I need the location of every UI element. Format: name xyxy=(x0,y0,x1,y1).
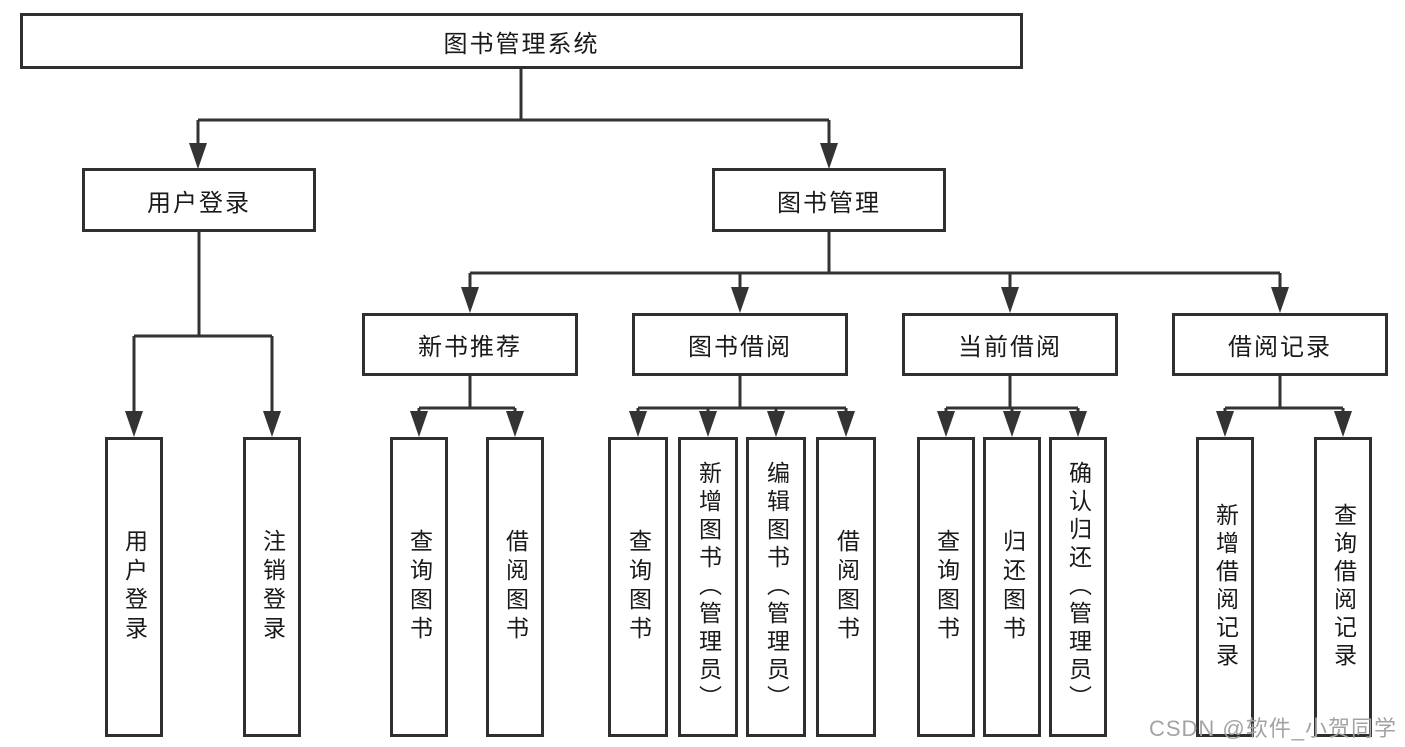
node-user-login-label: 用户登录 xyxy=(147,189,251,217)
leaf-current-query-label: 查询图书 xyxy=(933,529,960,645)
leaf-borrow-query-label: 查询图书 xyxy=(625,529,652,645)
leaf-user-login-label: 用户登录 xyxy=(121,529,148,645)
connector-current-borrow-split xyxy=(937,376,1087,437)
node-book-management-label: 图书管理 xyxy=(777,189,881,217)
connector-new-books-split xyxy=(410,376,524,437)
leaf-borrow-edit-admin-label: 编辑图书（管理员） xyxy=(763,461,790,713)
leaf-current-query: 查询图书 xyxy=(917,437,975,737)
leaf-newbooks-borrow-label: 借阅图书 xyxy=(502,529,529,645)
node-borrow-records-label: 借阅记录 xyxy=(1228,334,1332,361)
node-root-system: 图书管理系统 xyxy=(20,13,1023,69)
leaf-logout: 注销登录 xyxy=(243,437,301,737)
node-borrow-records: 借阅记录 xyxy=(1172,313,1388,376)
connector-book-mgmt-split xyxy=(461,232,1289,313)
connector-book-borrow-split xyxy=(629,376,855,437)
leaf-borrow-add-admin: 新增图书（管理员） xyxy=(678,437,738,737)
leaf-borrow-borrow-label: 借阅图书 xyxy=(833,529,860,645)
node-new-books: 新书推荐 xyxy=(362,313,578,376)
node-user-login: 用户登录 xyxy=(82,168,316,232)
leaf-current-return-label: 归还图书 xyxy=(999,529,1026,645)
csdn-watermark: CSDN @软件_小贺同学 xyxy=(1148,716,1397,741)
node-book-borrow-label: 图书借阅 xyxy=(688,334,792,361)
leaf-borrow-query: 查询图书 xyxy=(608,437,668,737)
node-new-books-label: 新书推荐 xyxy=(418,334,522,361)
leaf-newbooks-query: 查询图书 xyxy=(390,437,448,737)
leaf-borrow-edit-admin: 编辑图书（管理员） xyxy=(746,437,806,737)
leaf-newbooks-query-label: 查询图书 xyxy=(406,529,433,645)
node-book-borrow: 图书借阅 xyxy=(632,313,848,376)
leaf-borrow-add-admin-label: 新增图书（管理员） xyxy=(695,461,722,713)
node-current-borrow: 当前借阅 xyxy=(902,313,1118,376)
leaf-newbooks-borrow: 借阅图书 xyxy=(486,437,544,737)
leaf-records-query-label: 查询借阅记录 xyxy=(1330,503,1357,671)
leaf-records-query: 查询借阅记录 xyxy=(1314,437,1372,737)
leaf-current-return: 归还图书 xyxy=(983,437,1041,737)
leaf-user-login: 用户登录 xyxy=(105,437,163,737)
connector-root-split xyxy=(189,68,838,169)
node-root-label: 图书管理系统 xyxy=(443,30,600,58)
leaf-records-add-label: 新增借阅记录 xyxy=(1212,503,1239,671)
leaf-current-confirm-admin-label: 确认归还（管理员） xyxy=(1065,461,1092,713)
node-current-borrow-label: 当前借阅 xyxy=(958,334,1062,361)
leaf-logout-label: 注销登录 xyxy=(259,529,286,645)
leaf-current-confirm-admin: 确认归还（管理员） xyxy=(1049,437,1107,737)
leaf-records-add: 新增借阅记录 xyxy=(1196,437,1254,737)
connector-user-login-split xyxy=(125,232,281,437)
leaf-borrow-borrow: 借阅图书 xyxy=(816,437,876,737)
connector-borrow-records-split xyxy=(1216,376,1352,437)
node-book-management: 图书管理 xyxy=(712,168,946,232)
